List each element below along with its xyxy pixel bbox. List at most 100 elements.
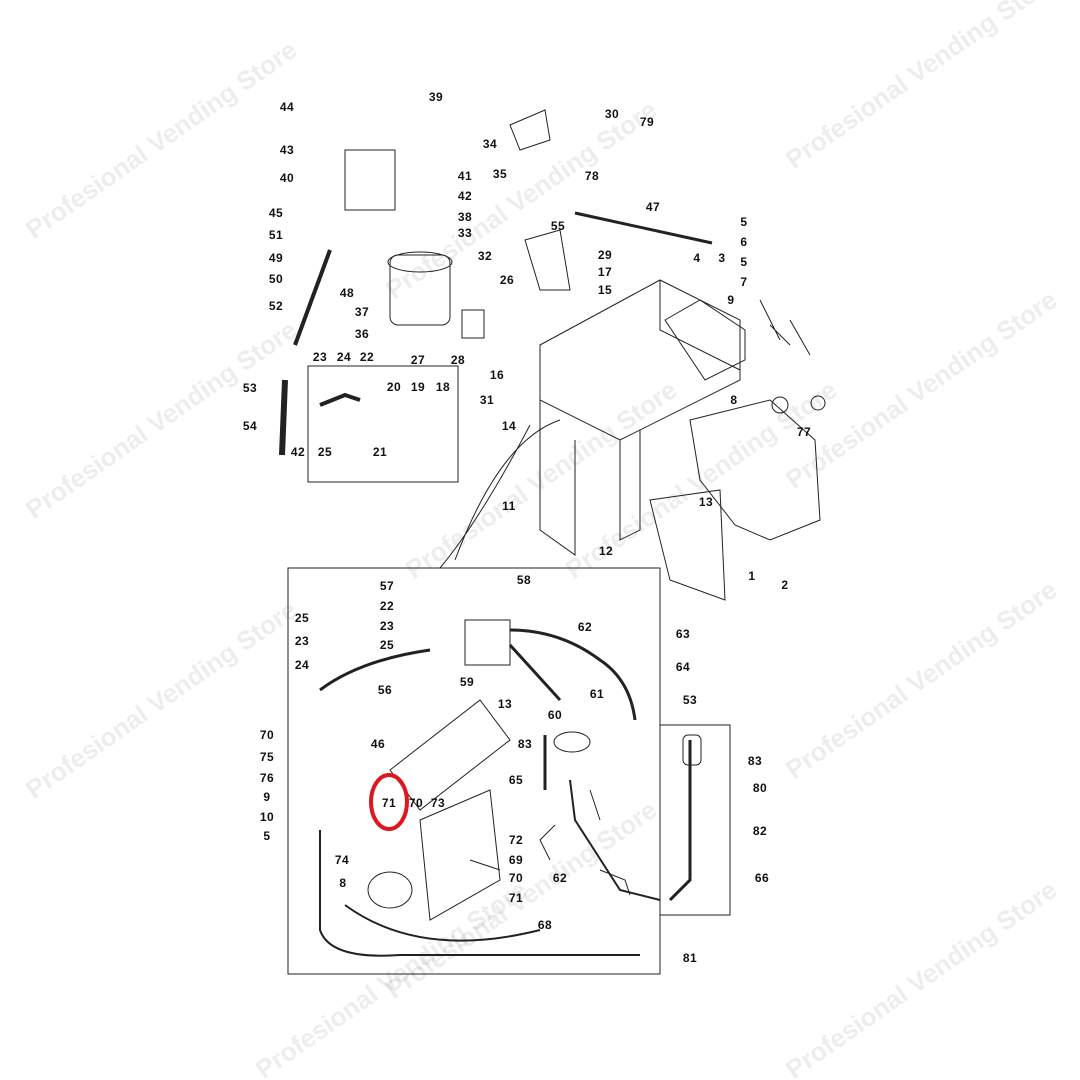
part-label-5: 5 <box>263 829 271 843</box>
part-label-76: 76 <box>259 771 275 785</box>
part-label-44: 44 <box>279 100 295 114</box>
part-label-34: 34 <box>482 137 498 151</box>
part-label-8: 8 <box>339 876 347 890</box>
part-label-9: 9 <box>727 293 735 307</box>
part-label-69: 69 <box>508 853 524 867</box>
part-label-60: 60 <box>547 708 563 722</box>
part-label-49: 49 <box>268 251 284 265</box>
frame-right-subgroup <box>660 724 731 916</box>
part-label-43: 43 <box>279 143 295 157</box>
part-label-58: 58 <box>516 573 532 587</box>
part-label-61: 61 <box>589 687 605 701</box>
part-label-83: 83 <box>517 737 533 751</box>
part-label-73: 73 <box>430 796 446 810</box>
part-label-46: 46 <box>370 737 386 751</box>
motor-plate <box>419 789 501 921</box>
part-label-62: 62 <box>577 620 593 634</box>
part-label-83: 83 <box>747 754 763 768</box>
boiler-tank <box>389 254 451 326</box>
part-label-81: 81 <box>682 951 698 965</box>
part-label-59: 59 <box>459 675 475 689</box>
part-label-57: 57 <box>379 579 395 593</box>
part-label-42: 42 <box>290 445 306 459</box>
part-label-8: 8 <box>730 393 738 407</box>
rod-47 <box>574 211 713 245</box>
part-label-54: 54 <box>242 419 258 433</box>
part-label-39: 39 <box>428 90 444 104</box>
frame-bottom-assembly <box>287 567 661 975</box>
part-label-32: 32 <box>477 249 493 263</box>
solenoid <box>461 309 485 339</box>
part-label-13: 13 <box>698 495 714 509</box>
part-label-47: 47 <box>645 200 661 214</box>
part-label-25: 25 <box>317 445 333 459</box>
bracket-46 <box>389 699 511 811</box>
part-label-4: 4 <box>693 251 701 265</box>
part-label-33: 33 <box>457 226 473 240</box>
part-label-45: 45 <box>268 206 284 220</box>
part-label-80: 80 <box>752 781 768 795</box>
part-label-24: 24 <box>336 350 352 364</box>
part-label-55: 55 <box>550 219 566 233</box>
part-label-21: 21 <box>372 445 388 459</box>
part-label-63: 63 <box>675 627 691 641</box>
part-label-53: 53 <box>682 693 698 707</box>
part-label-68: 68 <box>537 918 553 932</box>
part-label-17: 17 <box>597 265 613 279</box>
part-label-3: 3 <box>718 251 726 265</box>
part-label-42: 42 <box>457 189 473 203</box>
part-label-66: 66 <box>754 871 770 885</box>
part-label-51: 51 <box>268 228 284 242</box>
part-label-12: 12 <box>598 544 614 558</box>
part-label-64: 64 <box>675 660 691 674</box>
part-label-48: 48 <box>339 286 355 300</box>
part-label-13: 13 <box>497 697 513 711</box>
connector-curve <box>454 419 561 561</box>
part-label-71: 71 <box>508 891 524 905</box>
pump <box>464 619 511 666</box>
part-label-26: 26 <box>499 273 515 287</box>
part-label-40: 40 <box>279 171 295 185</box>
highlight-circle <box>369 773 409 831</box>
bracket <box>524 229 571 291</box>
part-label-7: 7 <box>740 275 748 289</box>
part-label-41: 41 <box>457 169 473 183</box>
flow-meter <box>553 731 591 753</box>
side-panel <box>689 399 821 541</box>
part-label-72: 72 <box>508 833 524 847</box>
part-label-6: 6 <box>740 235 748 249</box>
part-label-18: 18 <box>435 380 451 394</box>
part-label-65: 65 <box>508 773 524 787</box>
part-label-82: 82 <box>752 824 768 838</box>
part-label-25: 25 <box>379 638 395 652</box>
part-label-23: 23 <box>379 619 395 633</box>
part-label-19: 19 <box>410 380 426 394</box>
part-label-20: 20 <box>386 380 402 394</box>
part-label-23: 23 <box>294 634 310 648</box>
part-label-28: 28 <box>450 353 466 367</box>
part-label-9: 9 <box>263 790 271 804</box>
part-label-30: 30 <box>604 107 620 121</box>
valve-block <box>344 149 396 211</box>
part-label-70: 70 <box>508 871 524 885</box>
part-label-22: 22 <box>379 599 395 613</box>
frame-top-left-assembly <box>307 365 459 483</box>
part-label-5: 5 <box>740 215 748 229</box>
part-label-23: 23 <box>312 350 328 364</box>
part-label-15: 15 <box>597 283 613 297</box>
part-label-11: 11 <box>502 499 516 513</box>
dispenser-head <box>664 299 746 381</box>
part-label-74: 74 <box>334 853 350 867</box>
part-label-70: 70 <box>408 796 424 810</box>
part-label-31: 31 <box>479 393 495 407</box>
sensor <box>509 109 551 151</box>
part-label-53: 53 <box>242 381 258 395</box>
part-label-38: 38 <box>457 210 473 224</box>
part-label-50: 50 <box>268 272 284 286</box>
part-label-52: 52 <box>268 299 284 313</box>
part-label-27: 27 <box>410 353 426 367</box>
motor-8 <box>367 871 413 909</box>
part-label-22: 22 <box>359 350 375 364</box>
